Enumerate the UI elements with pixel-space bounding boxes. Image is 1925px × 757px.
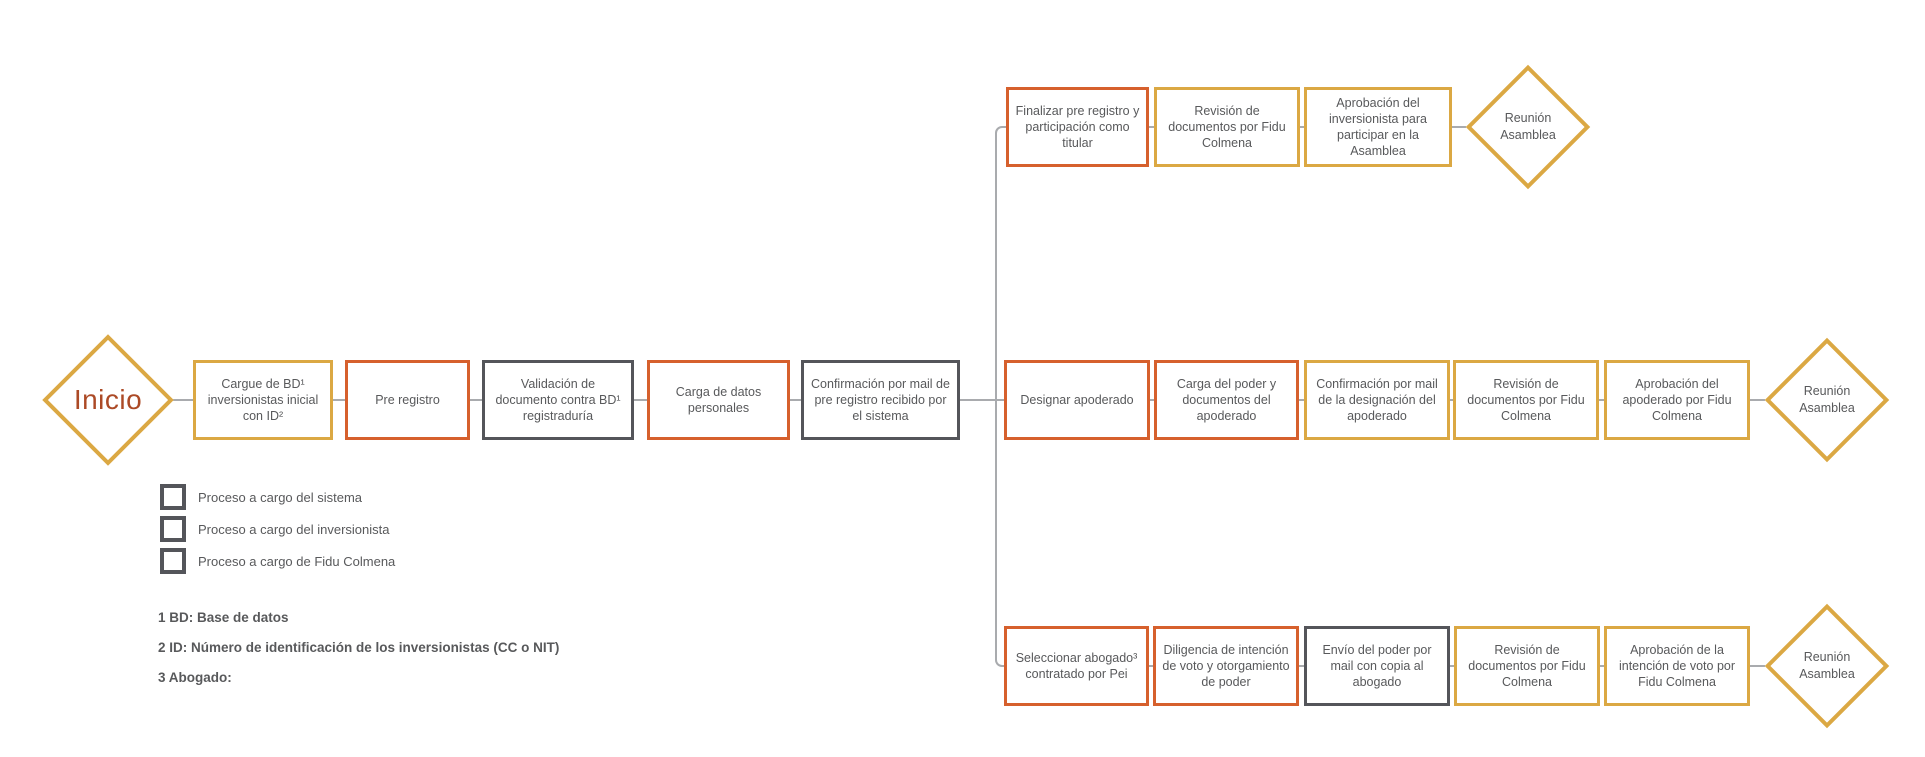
connector — [173, 399, 193, 401]
connector — [1299, 399, 1304, 401]
end-diamond-abogado: Reunión Asamblea — [1764, 603, 1890, 729]
legend-item-inversionista: Proceso a cargo del inversionista — [160, 516, 395, 542]
legend-label: Proceso a cargo del inversionista — [198, 521, 390, 537]
end-diamond-apoderado: Reunión Asamblea — [1764, 337, 1890, 463]
flow-node-revision-abogado: Revisión de documentos por Fidu Colmena — [1454, 626, 1600, 706]
flow-node-diligencia-voto: Diligencia de intención de voto y otorga… — [1153, 626, 1299, 706]
end-diamond-titular: Reunión Asamblea — [1465, 64, 1591, 190]
flow-node-designar-apoderado: Designar apoderado — [1004, 360, 1150, 440]
footnote-id: 2 ID: Número de identificación de los in… — [158, 640, 560, 655]
connector — [1149, 665, 1153, 667]
flow-node-revision-titular: Revisión de documentos por Fidu Colmena — [1154, 87, 1300, 167]
connector — [1452, 126, 1466, 128]
flow-node-carga-datos: Carga de datos personales — [647, 360, 790, 440]
flow-node-pre-registro: Pre registro — [345, 360, 470, 440]
connector — [1300, 126, 1304, 128]
end-diamond-label: Reunión Asamblea — [1500, 111, 1556, 142]
connector — [790, 399, 801, 401]
flow-node-carga-poder: Carga del poder y documentos del apodera… — [1154, 360, 1299, 440]
branch-trunk-line — [995, 126, 1006, 667]
connector — [1299, 665, 1304, 667]
legend-swatch-gray — [160, 548, 186, 574]
legend-label: Proceso a cargo del sistema — [198, 489, 363, 505]
flow-node-confirmacion-mail: Confirmación por mail de pre registro re… — [801, 360, 960, 440]
flow-node-aprobacion-apoderado: Aprobación del apoderado por Fidu Colmen… — [1604, 360, 1750, 440]
connector — [1450, 399, 1453, 401]
legend-item-sistema: Proceso a cargo del sistema — [160, 484, 395, 510]
flow-node-validacion: Validación de documento contra BD¹ regis… — [482, 360, 634, 440]
flow-node-confirmacion-designacion: Confirmación por mail de la designación … — [1304, 360, 1450, 440]
connector — [1150, 399, 1154, 401]
legend-item-fidu-colmena: Proceso a cargo de Fidu Colmena — [160, 548, 395, 574]
flow-node-seleccionar-abogado: Seleccionar abogado³ contratado por Pei — [1004, 626, 1149, 706]
end-diamond-label: Reunión Asamblea — [1799, 650, 1855, 681]
flow-node-finalizar-titular: Finalizar pre registro y participación c… — [1006, 87, 1149, 167]
legend-label: Proceso a cargo de Fidu Colmena — [198, 553, 396, 569]
connector — [1599, 399, 1604, 401]
flow-node-cargue-bd: Cargue de BD¹ inversionistas inicial con… — [193, 360, 333, 440]
connector — [960, 399, 1004, 401]
connector — [1450, 665, 1454, 667]
legend-swatch-orange — [160, 516, 186, 542]
flow-node-revision-apoderado: Revisión de documentos por Fidu Colmena — [1453, 360, 1599, 440]
legend: Proceso a cargo del sistema Proceso a ca… — [160, 484, 395, 580]
flow-node-envio-poder: Envío del poder por mail con copia al ab… — [1304, 626, 1450, 706]
end-diamond-label: Reunión Asamblea — [1799, 384, 1855, 415]
legend-swatch-gold — [160, 484, 186, 510]
flow-node-aprobacion-titular: Aprobación del inversionista para partic… — [1304, 87, 1452, 167]
footnote-abogado: 3 Abogado: — [158, 670, 232, 685]
connector — [1600, 665, 1604, 667]
flow-node-aprobacion-voto: Aprobación de la intención de voto por F… — [1604, 626, 1750, 706]
start-label: Inicio — [73, 384, 143, 416]
start-diamond: Inicio — [42, 334, 174, 466]
connector — [1750, 665, 1765, 667]
connector — [333, 399, 345, 401]
connector — [470, 399, 482, 401]
footnote-bd: 1 BD: Base de datos — [158, 610, 289, 625]
footnotes: 1 BD: Base de datos 2 ID: Número de iden… — [158, 610, 559, 700]
connector — [634, 399, 647, 401]
connector — [1149, 126, 1154, 128]
connector — [1750, 399, 1765, 401]
